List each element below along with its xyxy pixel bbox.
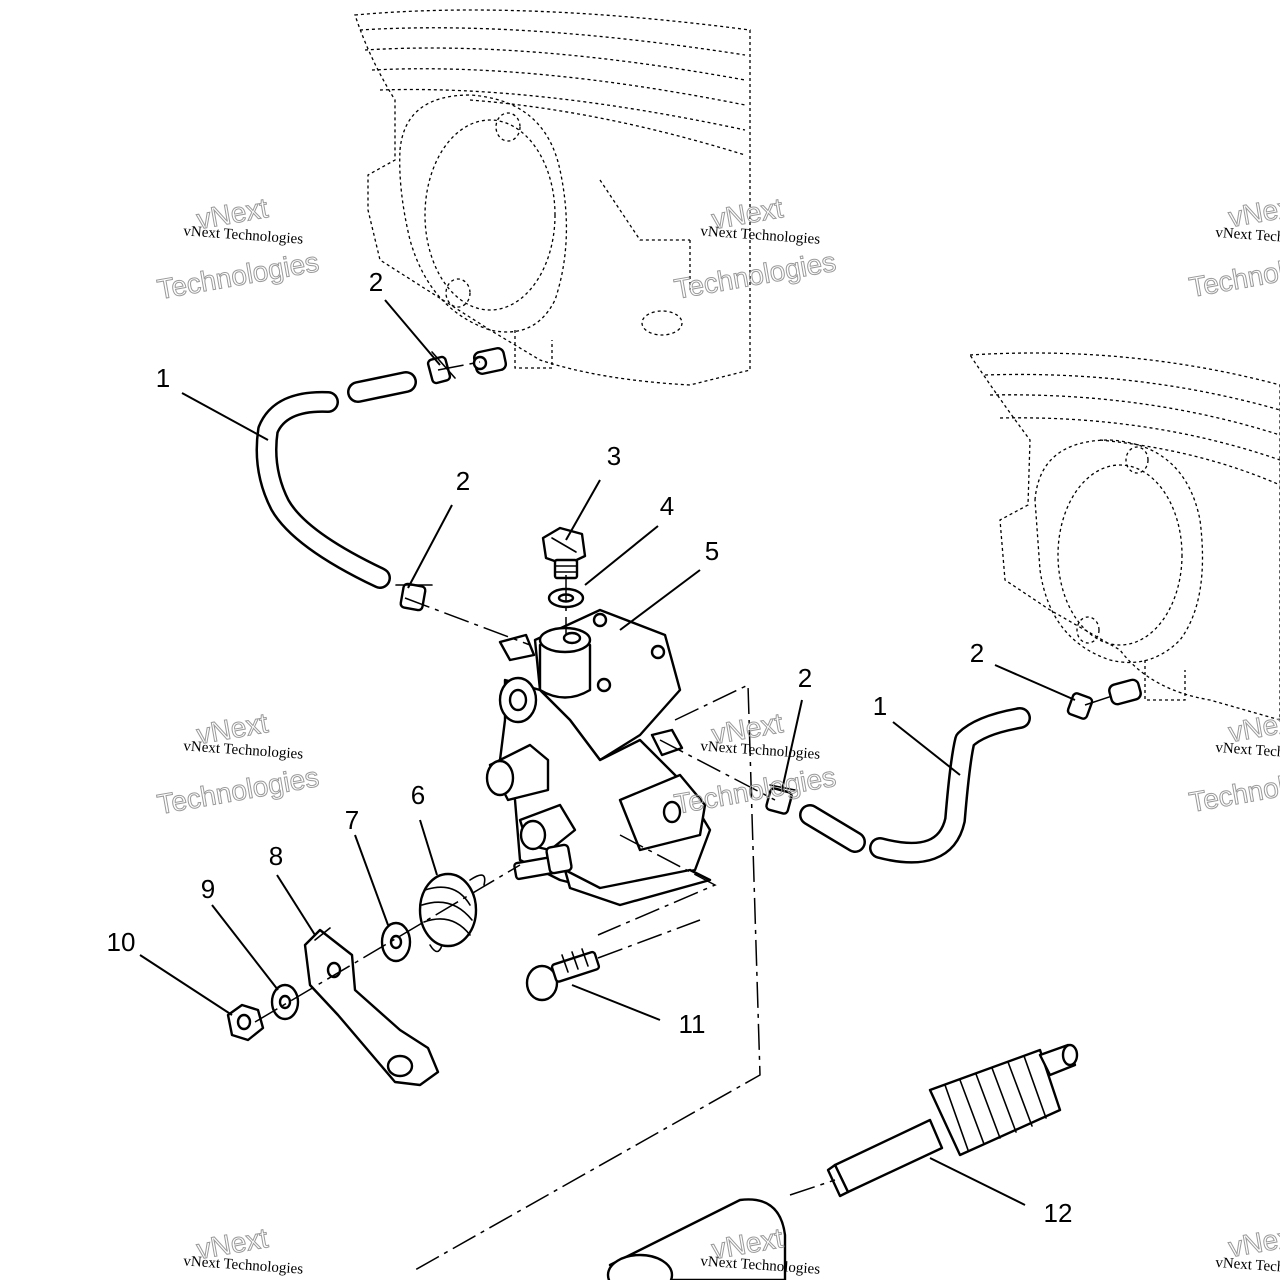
- hex-nut: [226, 1003, 265, 1042]
- engine-cylinder-left-ghost: [354, 9, 751, 386]
- callout-labels: 1 1 2 2 2 2 3 4 5 6 7 8 9 10 11 12: [107, 267, 1073, 1228]
- watermark-mid-left: vNext vNext Technologies Technologies: [154, 707, 321, 821]
- watermark-top-center: vNext vNext Technologies Technologies: [671, 192, 838, 306]
- callout-3: 3: [607, 441, 621, 471]
- watermark-mid-right: vNext vNext Technologies Technologies: [1186, 705, 1280, 819]
- svg-text:Technologies: Technologies: [155, 761, 321, 820]
- oil-pump-body: [485, 608, 712, 907]
- mounting-screw: [525, 948, 601, 1002]
- callout-12: 12: [1044, 1198, 1073, 1228]
- thrust-washer: [380, 921, 412, 963]
- svg-text:vNext Technologies: vNext Technologies: [700, 738, 821, 762]
- callout-2-top: 2: [369, 267, 383, 297]
- svg-text:Technologies: Technologies: [1187, 244, 1280, 303]
- callout-6: 6: [411, 780, 425, 810]
- hose-left: [255, 371, 417, 589]
- callout-8: 8: [269, 841, 283, 871]
- callout-5: 5: [705, 536, 719, 566]
- watermark-top-left: vNext vNext Technologies Technologies: [154, 192, 321, 306]
- watermark-mid-center: vNext vNext Technologies Technologies: [671, 707, 838, 821]
- svg-text:vNext Technologies: vNext Technologies: [183, 223, 304, 247]
- engine-cylinder-right-ghost: [968, 352, 1280, 721]
- drive-shaft-gear: [826, 1043, 1079, 1198]
- callout-2-right-top: 2: [970, 638, 984, 668]
- callout-1-right: 1: [873, 691, 887, 721]
- callout-11: 11: [679, 1009, 706, 1039]
- pump-lever-arm: [303, 927, 440, 1087]
- cylinder-nipple-left: [472, 347, 508, 375]
- callout-7: 7: [345, 805, 359, 835]
- center-lines: [254, 361, 1116, 1271]
- svg-text:vNext Technologies: vNext Technologies: [1215, 740, 1280, 764]
- lock-washer: [270, 983, 300, 1021]
- svg-text:vNext Technologies: vNext Technologies: [183, 1253, 304, 1277]
- return-spring: [418, 872, 486, 953]
- callout-2-pump-inlet: 2: [456, 466, 470, 496]
- svg-text:vNext Technologies: vNext Technologies: [1215, 1255, 1280, 1279]
- oil-filter-canister: [606, 1198, 787, 1280]
- leader-lines: [139, 299, 1076, 1206]
- callout-1-left: 1: [156, 363, 170, 393]
- callout-2-pump-outlet: 2: [798, 663, 812, 693]
- callout-4: 4: [660, 491, 674, 521]
- callout-9: 9: [201, 874, 215, 904]
- watermark-bottom-right: vNext vNext Technologies: [1215, 1220, 1280, 1280]
- svg-text:Technologies: Technologies: [1187, 759, 1280, 818]
- watermark-bottom-left: vNext vNext Technologies: [183, 1222, 304, 1278]
- callout-10: 10: [107, 927, 136, 957]
- watermark-top-right: vNext vNext Technologies Technologies: [1186, 190, 1280, 304]
- svg-text:vNext Technologies: vNext Technologies: [1215, 225, 1280, 249]
- svg-text:Technologies: Technologies: [155, 246, 321, 305]
- svg-text:Technologies: Technologies: [672, 246, 838, 305]
- svg-text:vNext Technologies: vNext Technologies: [183, 738, 304, 762]
- svg-text:vNext Technologies: vNext Technologies: [700, 223, 821, 247]
- hose-right: [799, 707, 1031, 864]
- banjo-bolt: [541, 526, 587, 580]
